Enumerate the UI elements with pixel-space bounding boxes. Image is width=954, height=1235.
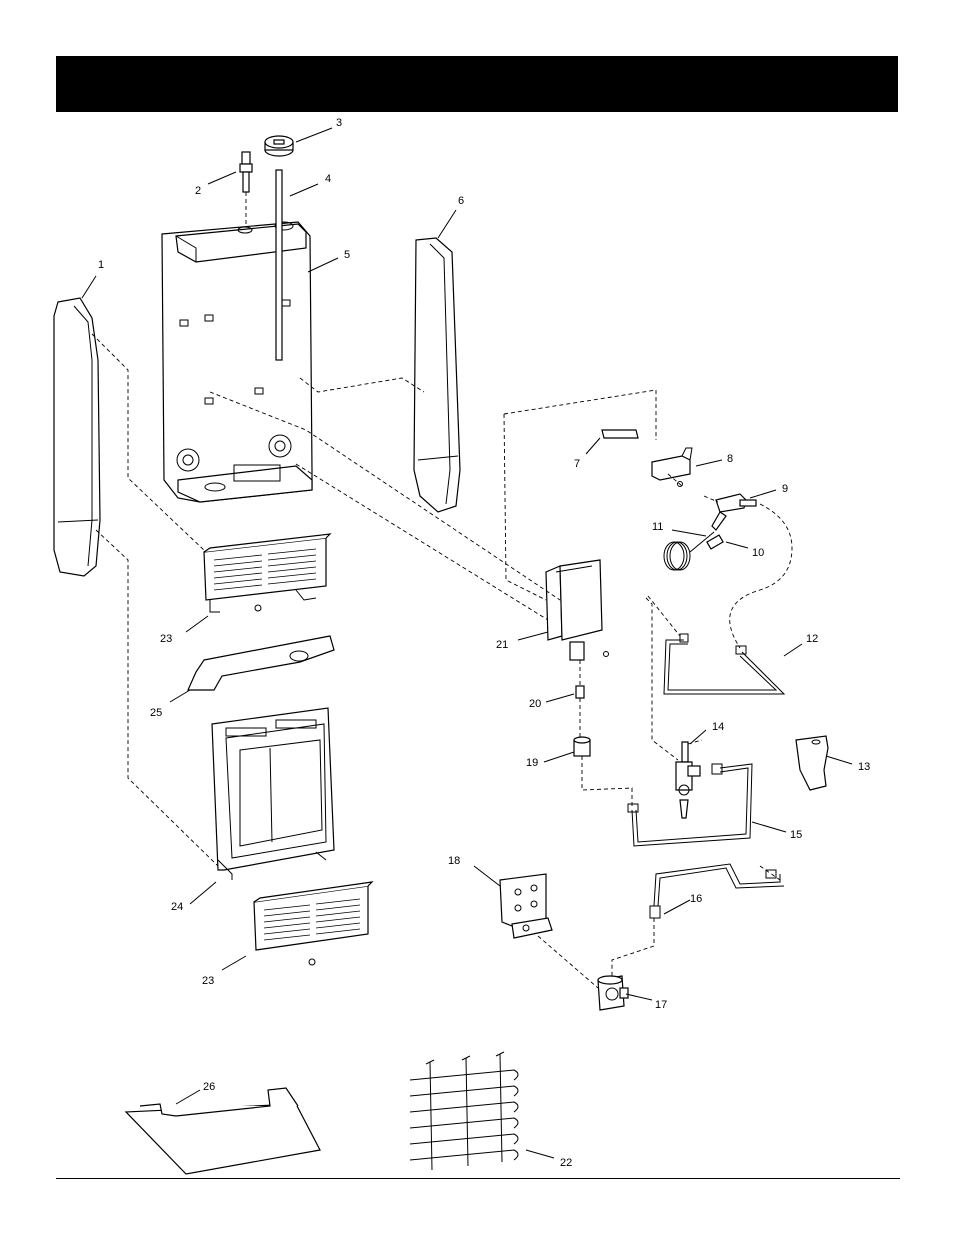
callout-16: 16 <box>690 893 702 905</box>
callout-21: 21 <box>496 639 508 651</box>
part-12-gas-tube <box>664 634 784 694</box>
part-20-fitting <box>576 686 584 698</box>
callout-4: 4 <box>325 173 331 185</box>
callout-11: 11 <box>652 521 663 533</box>
part-8-bracket <box>652 448 692 487</box>
callout-22: 22 <box>560 1157 572 1169</box>
callout-20: 20 <box>529 698 541 710</box>
part-23-upper-grille <box>204 534 330 612</box>
callout-23-upper: 23 <box>160 633 172 645</box>
part-24-firebox-frame <box>212 708 334 880</box>
part-23-lower-grille <box>254 882 372 965</box>
callout-7: 7 <box>574 458 580 470</box>
part-3-control-knob <box>265 136 293 156</box>
callout-3: 3 <box>336 117 342 129</box>
callout-15: 15 <box>790 829 802 841</box>
callout-17: 17 <box>655 999 667 1011</box>
callout-18: 18 <box>448 855 460 867</box>
footer-rule <box>56 1178 900 1179</box>
part-2-igniter <box>240 152 252 226</box>
part-7-plate <box>602 430 638 438</box>
callout-8: 8 <box>727 453 733 465</box>
part-22-wire-guard <box>410 1052 518 1170</box>
part-21-control-housing <box>546 560 609 660</box>
part-9-pilot <box>712 494 756 530</box>
part-19-regulator <box>574 737 590 756</box>
callout-14: 14 <box>712 721 724 733</box>
callout-25: 25 <box>150 707 162 719</box>
callout-6: 6 <box>458 195 464 207</box>
callout-12: 12 <box>806 633 818 645</box>
callout-5: 5 <box>344 249 350 261</box>
part-13-clip <box>796 736 828 790</box>
part-5-back-panel <box>162 222 312 502</box>
part-1-left-side-panel <box>54 298 100 576</box>
part-18-mounting-bracket <box>500 874 552 938</box>
part-11-thermocouple-lead <box>664 532 714 570</box>
callout-2: 2 <box>195 185 201 197</box>
callout-10: 10 <box>752 547 764 559</box>
callout-19: 19 <box>526 757 538 769</box>
part-10-thermocouple-tip <box>707 535 723 549</box>
callout-26: 26 <box>203 1081 215 1093</box>
callout-23-lower: 23 <box>202 975 214 987</box>
callout-13: 13 <box>858 761 870 773</box>
part-16-gas-tube <box>650 864 784 918</box>
callout-24: 24 <box>171 901 183 913</box>
part-6-right-side-panel <box>414 238 460 512</box>
part-26-base <box>126 1088 320 1174</box>
part-14-valve <box>676 742 700 818</box>
callout-1: 1 <box>98 259 104 271</box>
part-25-deflector <box>188 636 334 690</box>
part-17-valve-body <box>598 976 628 1010</box>
part-4-shaft <box>276 170 282 360</box>
callout-9: 9 <box>782 483 788 495</box>
